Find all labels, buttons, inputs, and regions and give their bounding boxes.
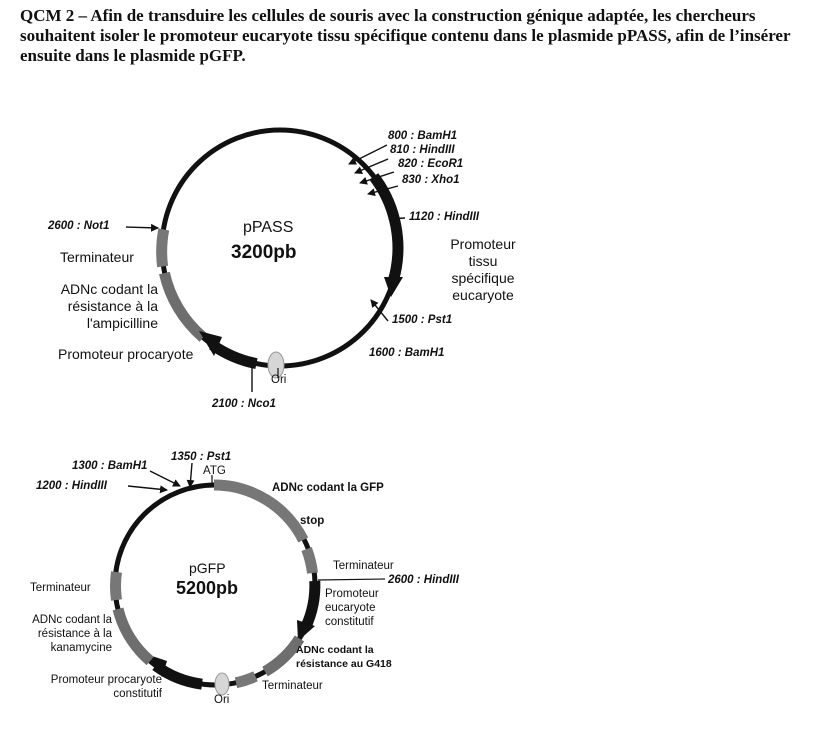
ppass-size: 3200pb: [231, 242, 297, 263]
pgfp-terminateur-right-label: Terminateur: [333, 560, 394, 572]
ppass-site-1600: 1600 : BamH1: [369, 347, 445, 359]
ppass-promoteur-segment: [369, 173, 404, 282]
ppass-site-800: 800 : BamH1: [388, 130, 458, 142]
ppass-site-1500: 1500 : Pst1: [392, 314, 453, 326]
pgfp-prom-proc-line2: constitutif: [113, 688, 162, 700]
ppass-promoteur-arrowhead: [384, 277, 403, 297]
pgfp-kana-line3: kanamycine: [50, 642, 112, 654]
ppass-ampicilline-line3: l'ampicilline: [86, 315, 158, 331]
ppass-site-2100: 2100 : Nco1: [212, 398, 276, 410]
ppass-site-820: 820 : EcoR1: [398, 158, 464, 170]
ppass-promoteur-label: Promoteur tissu spécifique eucaryote: [438, 236, 528, 304]
ppass-ori-marker: [267, 351, 285, 379]
ppass-arrow-820: [359, 171, 395, 185]
pgfp-terminateur-left-segment: [110, 571, 122, 601]
pgfp-site-2600: 2600 : HindIII: [388, 574, 459, 586]
pgfp-prom-euc-label: Promoteur eucaryote constitutif: [325, 587, 379, 629]
pgfp-gfp-label: ADNc codant la GFP: [272, 482, 384, 494]
ppass-site-2600: 2600 : Not1: [48, 220, 110, 232]
ppass-promoteur-line1: Promoteur: [450, 236, 516, 252]
ppass-arrow-810: [354, 158, 389, 174]
pgfp-kana-label: ADNc codant la résistance à la kanamycin…: [10, 613, 112, 655]
ppass-site-830: 830 : Xho1: [402, 174, 460, 186]
ppass-arrow-830: [367, 185, 399, 197]
pgfp-terminateur-left-label: Terminateur: [30, 582, 91, 594]
pgfp-site-1350: 1350 : Pst1: [171, 451, 232, 463]
ppass-ori-label: Ori: [271, 374, 287, 386]
pgfp-line-2600: [317, 578, 386, 581]
pgfp-kana-line1: ADNc codant la: [32, 614, 112, 626]
pgfp-ori-label: Ori: [214, 694, 230, 706]
pgfp-arrow-1200: [127, 485, 168, 494]
ppass-ampicilline-line1: ADNc codant la: [60, 281, 158, 297]
pgfp-g418-label: ADNc codant la résistance au G418: [296, 643, 392, 671]
pgfp-terminateur-bottom-label: Terminateur: [262, 680, 323, 692]
pgfp-prom-euc-line3: constitutif: [325, 616, 374, 628]
pgfp-prom-proc-label: Promoteur procaryote constitutif: [14, 673, 162, 701]
pgfp-stop-label: stop: [300, 515, 325, 527]
pgfp-prom-euc-segment: [300, 580, 321, 631]
ppass-ampicilline-label: ADNc codant la résistance à la l'ampicil…: [30, 281, 158, 332]
ppass-prom-proc-label: Promoteur procaryote: [58, 346, 194, 362]
pgfp-prom-proc-line1: Promoteur procaryote: [50, 674, 162, 686]
question-text: QCM 2 – Afin de transduire les cellules …: [20, 6, 791, 65]
ppass-arrow-800: [348, 144, 388, 165]
pgfp-prom-euc-line2: eucaryote: [325, 602, 376, 614]
ppass-ampicilline-segment: [159, 271, 207, 342]
pgfp-name: pGFP: [189, 560, 226, 576]
ppass-promoteur-line2: tissu: [468, 253, 498, 269]
pgfp-gfp-segment: [213, 479, 309, 543]
ppass-terminateur-label: Terminateur: [60, 249, 134, 265]
pgfp-kana-line2: résistance à la: [37, 628, 112, 640]
ppass-arrow-2600: [125, 223, 159, 232]
pgfp-atg-label: ATG: [203, 465, 226, 477]
ppass-prom-proc-arrowhead: [199, 331, 222, 356]
pgfp-prom-euc-arrowhead: [297, 620, 315, 641]
pgfp-site-1300: 1300 : BamH1: [72, 460, 148, 472]
pgfp-ori-marker: [214, 672, 230, 696]
pgfp-arrow-1300: [149, 470, 181, 487]
pgfp-kana-segment: [112, 607, 154, 666]
ppass-name: pPASS: [243, 219, 294, 236]
pgfp-g418-line1: ADNc codant la: [296, 644, 374, 656]
ppass-site-1120: 1120 : HindIII: [409, 211, 480, 223]
ppass-site-810: 810 : HindIII: [390, 144, 455, 156]
pgfp-prom-euc-line1: Promoteur: [325, 588, 379, 600]
pgfp-g418-segment: [262, 635, 305, 677]
pgfp-size: 5200pb: [176, 578, 239, 598]
pgfp-g418-line2: résistance au G418: [296, 658, 392, 670]
pgfp-terminateur-bottom-segment: [234, 671, 258, 689]
ppass-promoteur-line4: eucaryote: [452, 287, 514, 303]
ppass-ampicilline-line2: résistance à la: [67, 298, 158, 314]
pgfp-site-1200: 1200 : HindIII: [36, 480, 107, 492]
pgfp-terminateur-right-segment: [301, 547, 318, 574]
ppass-arrow-1500: [370, 299, 389, 322]
ppass-arrow-1120: [388, 214, 406, 223]
ppass-terminateur-segment: [156, 228, 170, 268]
ppass-promoteur-line3: spécifique: [451, 270, 515, 286]
pgfp-arrow-1350: [186, 462, 195, 488]
